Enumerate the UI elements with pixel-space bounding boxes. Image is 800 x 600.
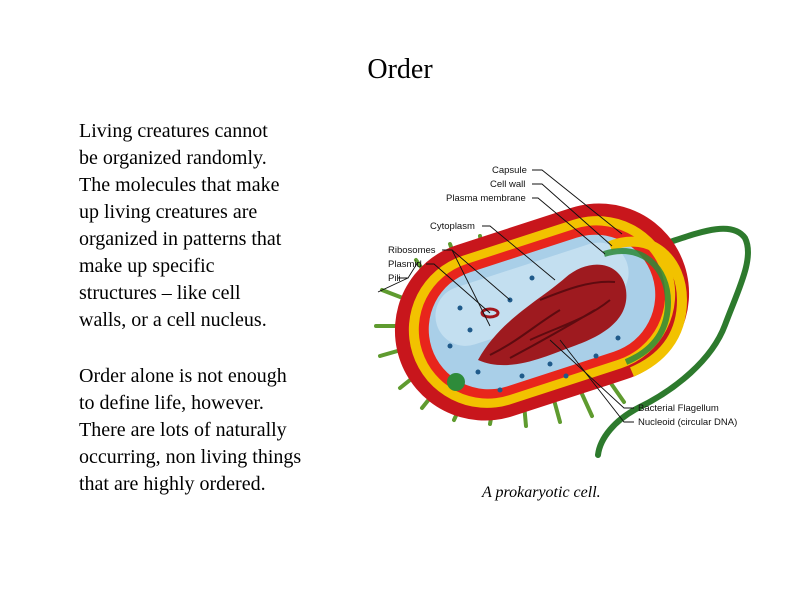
label-cell-wall: Cell wall [490, 179, 525, 190]
storage-granule [447, 373, 465, 391]
plasmid-shape [480, 307, 500, 319]
label-ribosomes: Ribosomes [388, 245, 436, 256]
paragraph-line: Order alone is not enough [79, 365, 287, 387]
label-plasmid: Plasmid [388, 259, 422, 270]
paragraph-line: occurring, non living things [79, 446, 302, 468]
paragraph-line: organized in patterns that [79, 228, 282, 250]
label-plasma-membrane: Plasma membrane [446, 193, 526, 204]
label-cytoplasm: Cytoplasm [430, 221, 475, 232]
label-pili: Pili [388, 273, 401, 284]
paragraph-order-definition: Living creatures cannot be organized ran… [79, 118, 359, 334]
capsule-rim [608, 236, 688, 377]
prokaryotic-cell-diagram: Capsule Cell wall Plasma membrane Cytopl… [360, 150, 780, 480]
paragraph-line: The molecules that make [79, 174, 280, 196]
flagellum-shape [595, 225, 752, 458]
prokaryotic-cell-illustration: Capsule Cell wall Plasma membrane Cytopl… [374, 165, 752, 458]
paragraph-line: There are lots of naturally [79, 419, 287, 441]
paragraph-order-not-enough: Order alone is not enough to define life… [79, 363, 359, 498]
paragraph-line: Living creatures cannot [79, 120, 268, 142]
paragraph-line: that are highly ordered. [79, 473, 266, 495]
paragraph-line: be organized randomly. [79, 147, 267, 169]
membrane-rim [603, 248, 672, 365]
paragraph-line: walls, or a cell nucleus. [79, 309, 267, 331]
paragraph-line: to define life, however. [79, 392, 264, 414]
paragraph-line: structures – like cell [79, 282, 241, 304]
label-nucleoid: Nucleoid (circular DNA) [638, 417, 737, 428]
figure-caption: A prokaryotic cell. [482, 484, 601, 501]
label-bacterial-flagellum: Bacterial Flagellum [638, 403, 719, 414]
slide-title: Order [367, 54, 433, 85]
paragraph-line: up living creatures are [79, 201, 258, 223]
label-capsule: Capsule [492, 165, 527, 176]
nucleoid-shape [478, 264, 627, 366]
leader-lines [377, 169, 634, 423]
paragraph-line: make up specific [79, 255, 215, 277]
